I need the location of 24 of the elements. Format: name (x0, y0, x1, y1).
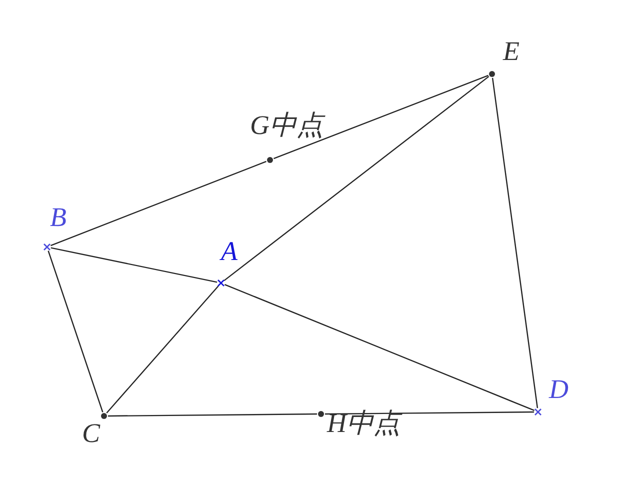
point-cross (43, 243, 51, 251)
line-segment (108, 413, 317, 417)
line-segment (48, 250, 104, 412)
line-segment (224, 284, 535, 412)
point-label: H中点 (327, 410, 400, 437)
point-dot (100, 412, 108, 420)
point-label: A (221, 238, 238, 265)
point-label: D (549, 376, 568, 403)
point-label: C (82, 420, 100, 447)
line-segment (224, 76, 490, 282)
point-cross (534, 408, 542, 416)
line-segment (274, 74, 488, 160)
line-segment (325, 411, 534, 415)
point-label: G中点 (250, 112, 324, 139)
point-label: E (503, 38, 520, 65)
line-segment (50, 247, 218, 283)
point-dot (317, 410, 325, 418)
line-segment (106, 286, 219, 414)
point-dot (266, 156, 274, 164)
point-dot (488, 70, 496, 78)
line-segment (50, 160, 266, 246)
point-cross (217, 279, 225, 287)
point-label: B (50, 204, 66, 231)
line-segment (492, 78, 538, 408)
